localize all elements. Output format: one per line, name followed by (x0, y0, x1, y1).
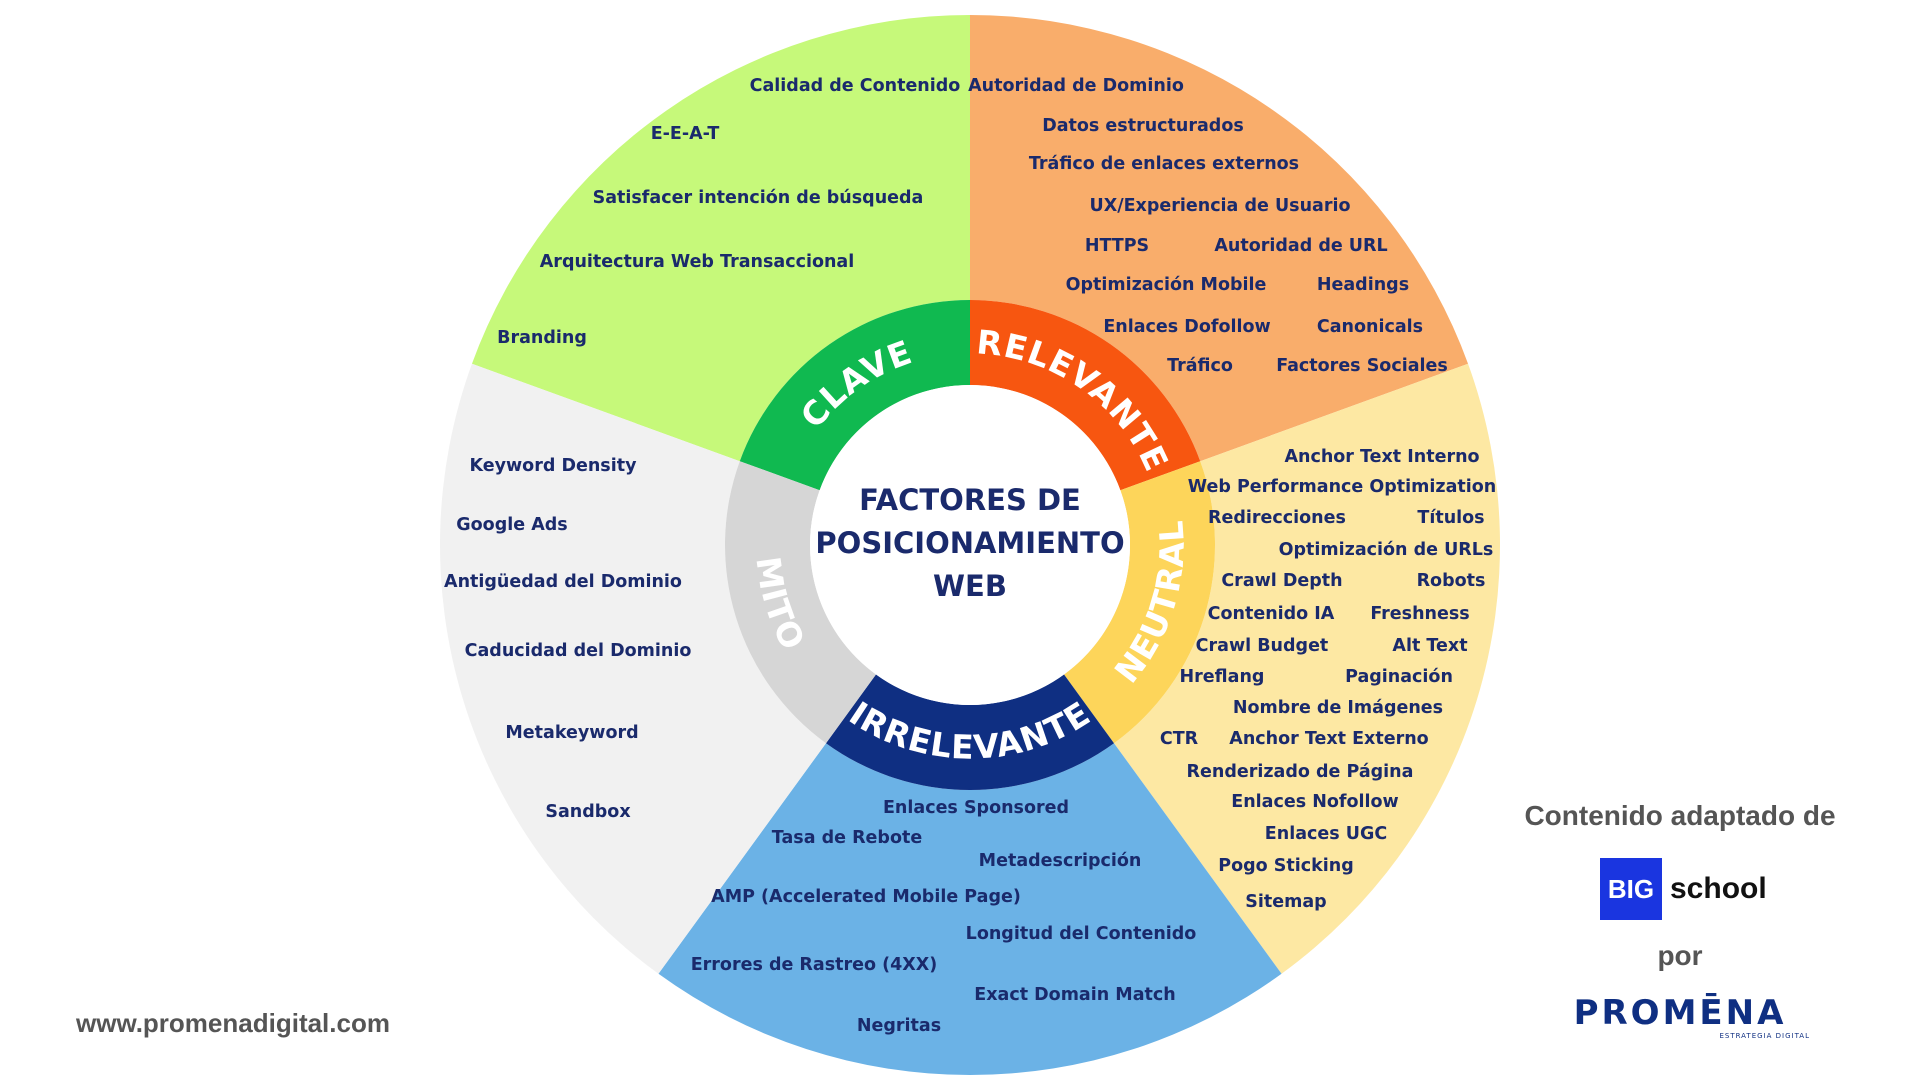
factor-neutral: Nombre de Imágenes (1233, 698, 1443, 718)
factor-neutral: Web Performance Optimization (1188, 477, 1496, 497)
factor-irrelevante: AMP (Accelerated Mobile Page) (711, 887, 1021, 907)
svg-text:PROMĒNA: PROMĒNA (1574, 993, 1787, 1033)
factor-irrelevante: Negritas (857, 1016, 941, 1036)
factor-neutral: Contenido IA (1208, 604, 1335, 624)
factor-irrelevante: Exact Domain Match (974, 985, 1175, 1005)
bigschool-logo: BIG school (1600, 858, 1767, 920)
factor-mito: Keyword Density (469, 456, 637, 476)
center-title-line: POSICIONAMIENTO (815, 526, 1124, 560)
svg-text:ESTRATEGIA DIGITAL: ESTRATEGIA DIGITAL (1719, 1032, 1810, 1040)
sector-clave-inner (739, 300, 970, 491)
factor-clave: Arquitectura Web Transaccional (540, 252, 854, 272)
center-title-line: WEB (933, 569, 1007, 603)
factor-mito: Sandbox (545, 802, 631, 822)
factor-relevante: Tráfico de enlaces externos (1029, 154, 1299, 174)
factor-irrelevante: Errores de Rastreo (4XX) (691, 955, 938, 975)
factor-mito: Google Ads (456, 515, 567, 535)
factor-irrelevante: Metadescripción (979, 851, 1142, 871)
big-text: BIG (1600, 858, 1662, 920)
factor-relevante: Autoridad de Dominio (968, 76, 1184, 96)
factor-relevante: Autoridad de URL (1214, 236, 1387, 256)
factor-relevante: Tráfico (1167, 356, 1233, 376)
sector-neutral-inner (1064, 461, 1215, 744)
sector-relevante-outer (970, 15, 1469, 462)
factor-relevante: Canonicals (1317, 317, 1423, 337)
factor-clave: Satisfacer intención de búsqueda (593, 188, 924, 208)
factor-mito: Metakeyword (505, 723, 638, 743)
factor-neutral: Alt Text (1392, 636, 1467, 656)
factor-relevante: HTTPS (1085, 236, 1149, 256)
sector-relevante-inner (970, 300, 1201, 491)
factor-neutral: Pogo Sticking (1218, 856, 1353, 876)
factor-relevante: Datos estructurados (1042, 116, 1244, 136)
factor-neutral: Sitemap (1245, 892, 1326, 912)
center-circle (810, 385, 1130, 705)
factor-neutral: Crawl Budget (1196, 636, 1329, 656)
factor-relevante: Headings (1317, 275, 1409, 295)
factor-clave: Calidad de Contenido (750, 76, 961, 96)
factor-relevante: Factores Sociales (1276, 356, 1448, 376)
sector-neutral-outer (1114, 363, 1500, 974)
factor-mito: Caducidad del Dominio (465, 641, 692, 661)
sector-mito-outer (440, 363, 826, 974)
factor-neutral: Hreflang (1180, 667, 1265, 687)
factor-clave: E-E-A-T (651, 124, 720, 144)
factor-neutral: Renderizado de Página (1187, 762, 1414, 782)
por-text: por (1657, 940, 1703, 971)
sector-irrelevante-outer (658, 743, 1282, 1075)
factor-irrelevante: Enlaces Sponsored (883, 798, 1069, 818)
factor-neutral: Paginación (1345, 667, 1453, 687)
promena-logo: PROMĒNA ESTRATEGIA DIGITAL (1574, 993, 1810, 1040)
sector-mito-inner (725, 461, 876, 744)
sector-irrelevante-inner (825, 674, 1115, 790)
factor-neutral: Optimización de URLs (1279, 540, 1494, 560)
factor-neutral: Enlaces Nofollow (1231, 792, 1398, 812)
factor-neutral: CTR (1160, 729, 1199, 749)
factor-relevante: Enlaces Dofollow (1103, 317, 1270, 337)
factor-neutral: Crawl Depth (1221, 571, 1342, 591)
factor-mito: Antigüedad del Dominio (444, 572, 682, 592)
credit-line: Contenido adaptado de (1524, 800, 1836, 831)
factor-neutral: Anchor Text Interno (1284, 447, 1479, 467)
factor-relevante: UX/Experiencia de Usuario (1090, 196, 1351, 216)
factor-neutral: Enlaces UGC (1265, 824, 1387, 844)
center-title-line: FACTORES DE (859, 483, 1081, 517)
website-url: www.promenadigital.com (76, 1008, 390, 1038)
factor-irrelevante: Tasa de Rebote (772, 828, 923, 848)
factor-neutral: Títulos (1417, 508, 1484, 528)
factor-irrelevante: Longitud del Contenido (966, 924, 1197, 944)
factor-neutral: Anchor Text Externo (1229, 729, 1428, 749)
sector-clave-outer (471, 15, 970, 462)
factor-relevante: Optimización Mobile (1066, 275, 1267, 295)
school-text: school (1670, 872, 1767, 905)
factor-neutral: Redirecciones (1208, 508, 1346, 528)
factor-clave: Branding (497, 328, 587, 348)
factor-neutral: Freshness (1370, 604, 1469, 624)
factor-neutral: Robots (1417, 571, 1486, 591)
